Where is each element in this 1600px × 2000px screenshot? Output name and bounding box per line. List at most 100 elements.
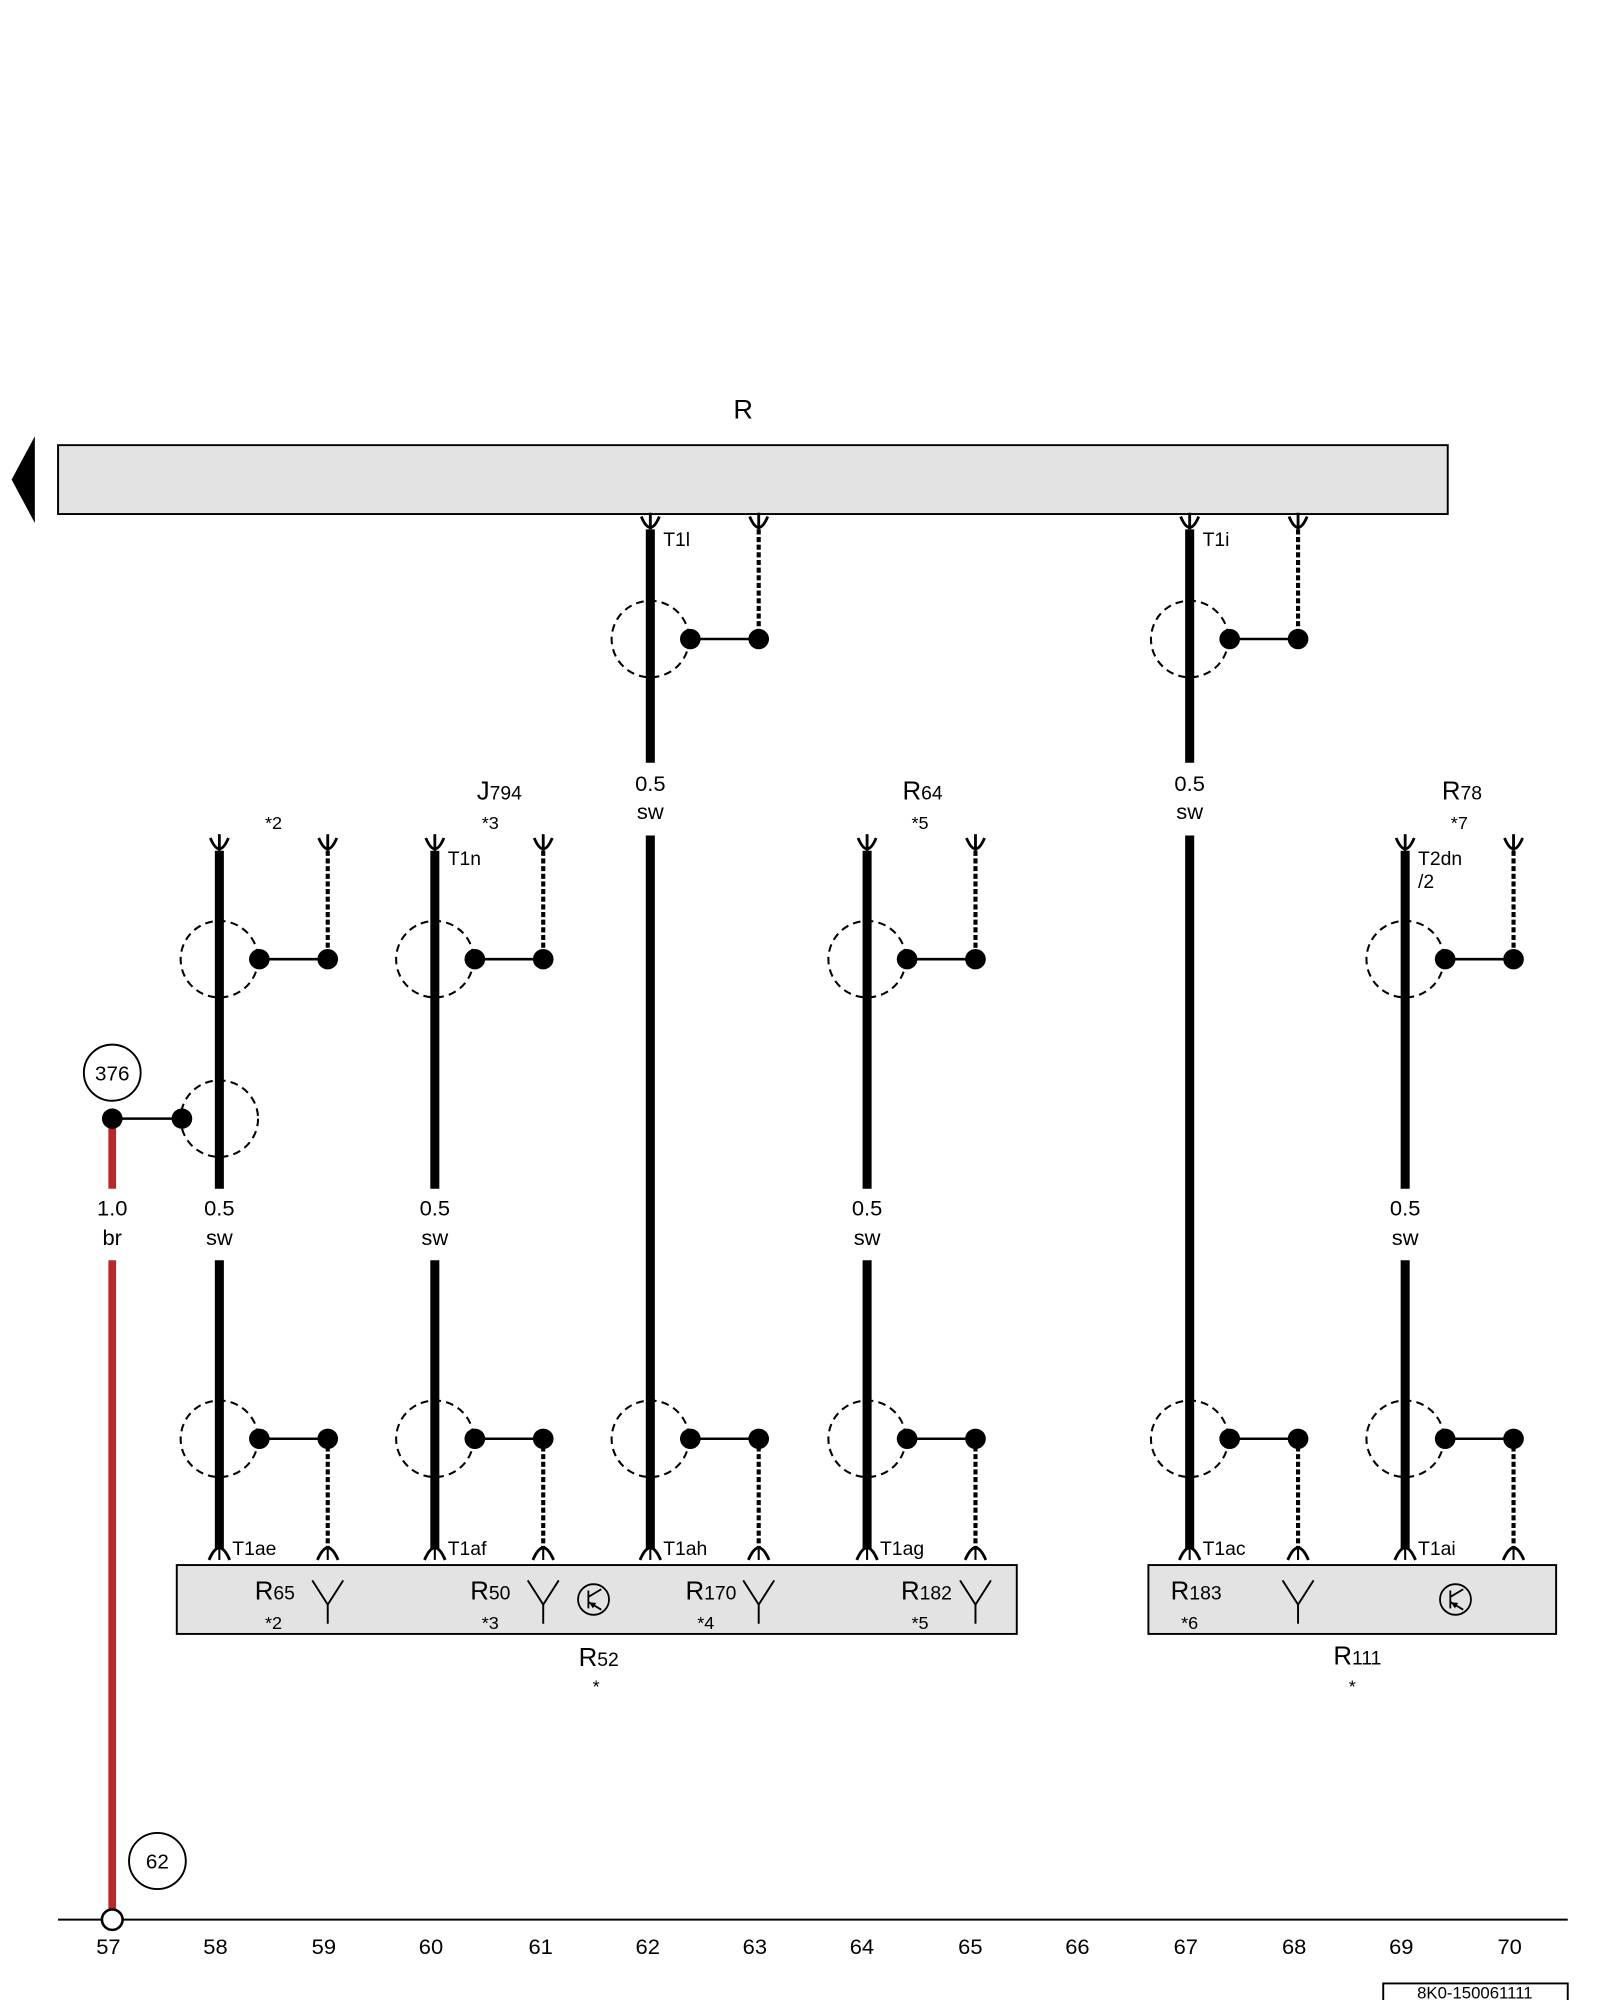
wire-size-label: 1.0: [97, 1196, 127, 1221]
connector-plug: [1393, 1546, 1417, 1561]
amplifier-outline: [1439, 1583, 1472, 1616]
screen-connector-plug: [1286, 1546, 1310, 1561]
track-number: 63: [743, 1934, 767, 1959]
antenna-stroke: [1281, 1579, 1315, 1624]
connector-label: T1n: [448, 849, 481, 870]
antenna-stroke: [311, 1579, 345, 1624]
screen-connector-plug: [531, 1546, 555, 1561]
antenna-stroke: [526, 1579, 560, 1624]
designator-number: 50: [489, 1584, 511, 1605]
designator-letter: J: [477, 778, 490, 806]
connector-socket: [209, 834, 230, 851]
module-note: *: [1349, 1677, 1356, 1697]
antenna-icon: [742, 1579, 776, 1624]
part-label: R65: [255, 1578, 295, 1606]
connector-socket: [1394, 834, 1416, 851]
track-number: 68: [1282, 1934, 1306, 1959]
wire-size-label: 0.5: [204, 1196, 234, 1221]
amplifier-outline: [577, 1583, 610, 1616]
designator-letter: R: [1333, 1643, 1352, 1671]
track-number: 57: [96, 1934, 120, 1959]
bus-label: R: [733, 395, 753, 425]
track-number: 60: [419, 1934, 443, 1959]
reference-circle: [82, 1043, 142, 1102]
component-note: *5: [911, 813, 928, 833]
connector-label: T1l: [663, 530, 690, 551]
part-label: R170: [686, 1578, 737, 1606]
track-number: 67: [1174, 1934, 1198, 1959]
wire-size-label: 0.5: [1390, 1196, 1420, 1221]
arrow-left-icon: [11, 436, 35, 523]
part-note: *6: [1181, 1613, 1198, 1633]
wire-size-label: 0.5: [852, 1196, 882, 1221]
screen-connector-socket: [1287, 512, 1309, 530]
designator-number: 170: [704, 1584, 736, 1605]
track-number: 70: [1497, 1934, 1521, 1959]
connector-label: T2dn: [1418, 849, 1462, 870]
connector-label: T1ac: [1203, 1539, 1246, 1560]
component-label: R78: [1442, 778, 1482, 806]
reference-circle: [128, 1831, 187, 1890]
connector-label: T1ai: [1418, 1539, 1456, 1560]
connector-plug: [207, 1546, 231, 1561]
screen-connector-plug: [747, 1546, 771, 1561]
designator-letter: R: [1171, 1578, 1190, 1606]
connector-plug: [855, 1546, 879, 1561]
part-note: *5: [911, 1613, 928, 1633]
antenna-icon: [526, 1579, 560, 1624]
wire-color-label: sw: [854, 1225, 881, 1250]
connector-plug: [423, 1546, 447, 1561]
document-id-box: [1382, 1982, 1569, 2000]
designator-number: 111: [1352, 1649, 1381, 1670]
wire-color-label: sw: [206, 1225, 233, 1250]
amplifier-icon: [1439, 1583, 1472, 1616]
module-housing: [175, 1564, 1018, 1635]
connector-label: T1i: [1203, 530, 1230, 551]
amplifier-arrowhead: [589, 1602, 597, 1609]
track-number: 65: [958, 1934, 982, 1959]
connector-label: T1ae: [232, 1539, 276, 1560]
track-number: 61: [528, 1934, 552, 1959]
wire-color-label: sw: [637, 799, 664, 824]
part-note: *4: [697, 1613, 714, 1633]
designator-letter: R: [902, 778, 921, 806]
track-number: 62: [636, 1934, 660, 1959]
screen-junction-dot: [171, 1108, 193, 1129]
designator-letter: R: [579, 1644, 598, 1672]
antenna-icon: [959, 1579, 992, 1624]
designator-letter: R: [686, 1578, 705, 1606]
drain-junction-dot: [748, 628, 770, 650]
connector-socket: [639, 512, 661, 530]
bus-housing: [57, 444, 1449, 515]
designator-number: 183: [1189, 1584, 1221, 1605]
screen-connector-socket: [965, 834, 986, 851]
antenna-stroke: [959, 1579, 992, 1624]
designator-letter: R: [255, 1578, 274, 1606]
bus-layer: R: [11, 395, 1449, 523]
screen-connector-socket: [317, 834, 339, 851]
connector-pin-label: /2: [1418, 872, 1434, 893]
circuit-layer: *20.5swT1aeJ794*3T1n0.5swT1afR64*50.5swT…: [82, 512, 1526, 1910]
reference-number: 376: [95, 1062, 129, 1085]
open-terminal: [100, 1908, 124, 1932]
designator-number: 794: [490, 784, 523, 805]
track-number: 69: [1389, 1934, 1413, 1959]
antenna-icon: [311, 1579, 345, 1624]
wire-size-label: 0.5: [1174, 771, 1204, 796]
connector-label: T1ah: [663, 1539, 707, 1560]
screen-connector-plug: [1501, 1546, 1526, 1561]
connector-socket: [1179, 512, 1201, 530]
designator-letter: R: [901, 1578, 920, 1606]
connector-label: T1ag: [880, 1539, 924, 1560]
part-note: *3: [482, 1613, 499, 1633]
connector-socket: [424, 834, 446, 851]
screen-connector-socket: [748, 512, 770, 530]
part-label: R183: [1171, 1578, 1222, 1606]
